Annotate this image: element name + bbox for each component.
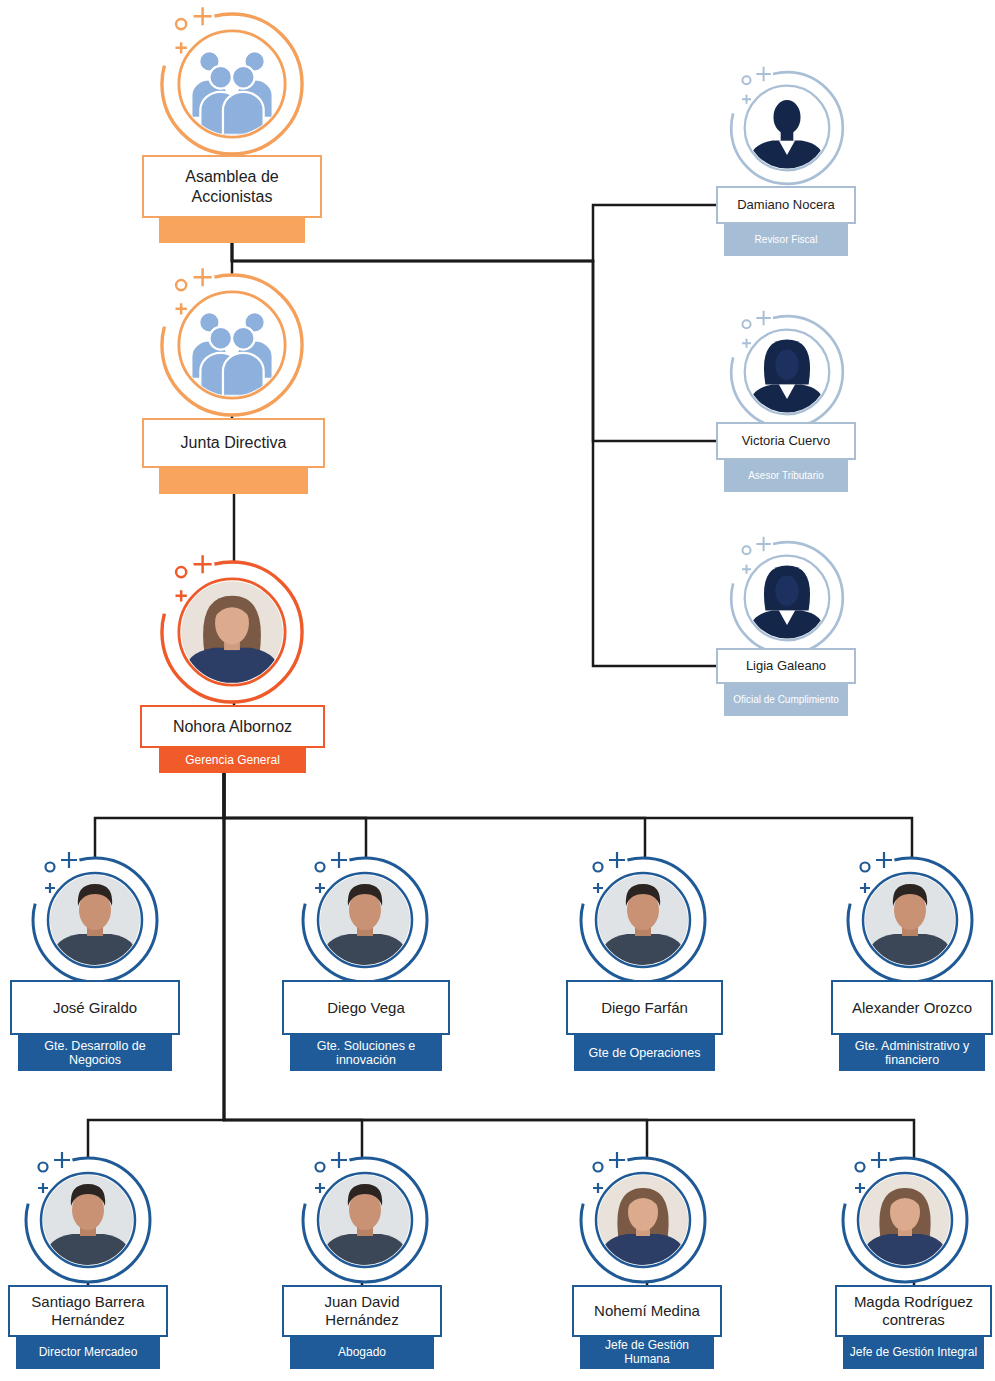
role-title: Asesor Tributario	[748, 470, 824, 482]
portrait-icon	[162, 555, 302, 702]
role-title: Revisor Fiscal	[755, 234, 818, 246]
name-box: Victoria Cuervo	[716, 422, 856, 460]
role-title: Gte. Administrativo y financiero	[843, 1039, 981, 1068]
person-name: José Giraldo	[53, 999, 137, 1017]
portrait-icon	[26, 1152, 150, 1282]
group-icon	[162, 7, 302, 154]
portrait-icon	[843, 1152, 967, 1282]
role-bar: Gte. Administrativo y financiero	[839, 1035, 985, 1071]
name-box: Damiano Nocera	[716, 186, 856, 224]
group-icon	[162, 268, 302, 415]
person-name: Diego Vega	[327, 999, 405, 1017]
name-box: Ligia Galeano	[716, 648, 856, 684]
portrait-icon	[848, 852, 972, 982]
name-box: Asamblea de Accionistas	[142, 155, 322, 218]
org-box: Santiago Barrera HernándezDirector Merca…	[8, 1285, 168, 1369]
person-name: Santiago Barrera Hernández	[16, 1293, 160, 1329]
role-title: Jefe de Gestión Integral	[850, 1346, 977, 1360]
portrait-icon	[33, 852, 157, 982]
silhouette-icon	[731, 311, 843, 428]
person-name: Nohemí Medina	[594, 1302, 700, 1320]
org-box: Diego FarfánGte de Operaciones	[566, 980, 723, 1071]
role-bar: Revisor Fiscal	[724, 224, 848, 256]
org-box: José GiraldoGte. Desarrollo de Negocios	[10, 980, 180, 1071]
person-name: Alexander Orozco	[852, 999, 972, 1017]
org-box: Junta Directiva	[142, 418, 325, 494]
org-box: Nohora AlbornozGerencia General	[140, 705, 325, 773]
person-name: Magda Rodríguez contreras	[843, 1293, 984, 1329]
portrait-icon	[581, 852, 705, 982]
role-title: Gte. Desarrollo de Negocios	[22, 1039, 168, 1068]
silhouette-icon	[731, 67, 843, 184]
org-box: Alexander OrozcoGte. Administrativo y fi…	[831, 980, 993, 1071]
name-box: Alexander Orozco	[831, 980, 993, 1035]
role-bar: Gte de Operaciones	[574, 1035, 715, 1071]
org-box: Ligia GaleanoOficial de Cumplimiento	[716, 648, 856, 716]
person-name: Juan David Hernández	[290, 1293, 434, 1329]
org-box: Victoria CuervoAsesor Tributario	[716, 422, 856, 492]
name-box: Nohemí Medina	[572, 1285, 722, 1337]
portrait-icon	[303, 852, 427, 982]
name-box: Nohora Albornoz	[140, 705, 325, 748]
name-box: Santiago Barrera Hernández	[8, 1285, 168, 1337]
person-name: Asamblea de Accionistas	[150, 167, 314, 205]
org-box: Diego VegaGte. Soluciones e innovación	[282, 980, 450, 1071]
role-bar: Jefe de Gestión Integral	[843, 1337, 984, 1369]
name-box: Diego Farfán	[566, 980, 723, 1035]
person-name: Damiano Nocera	[737, 197, 835, 213]
person-name: Junta Directiva	[181, 433, 287, 452]
role-title: Gte. Soluciones e innovación	[294, 1039, 438, 1068]
role-title: Director Mercadeo	[39, 1346, 138, 1360]
portrait-icon	[581, 1152, 705, 1282]
silhouette-icon	[731, 537, 843, 654]
person-name: Victoria Cuervo	[742, 433, 831, 449]
role-title: Oficial de Cumplimiento	[733, 694, 839, 706]
role-title: Jefe de Gestión Humana	[584, 1339, 710, 1367]
role-bar: Gte. Desarrollo de Negocios	[18, 1035, 172, 1071]
role-bar: Jefe de Gestión Humana	[580, 1337, 714, 1369]
name-box: Diego Vega	[282, 980, 450, 1035]
org-box: Asamblea de Accionistas	[142, 155, 322, 243]
role-bar: Director Mercadeo	[16, 1337, 160, 1369]
connector-line	[232, 243, 716, 441]
org-box: Damiano NoceraRevisor Fiscal	[716, 186, 856, 256]
role-bar: Oficial de Cumplimiento	[724, 684, 848, 716]
role-title: Gerencia General	[185, 754, 280, 768]
connector-line	[224, 773, 645, 980]
role-bar: Asesor Tributario	[724, 460, 848, 492]
role-bar: Gte. Soluciones e innovación	[290, 1035, 442, 1071]
name-box: José Giraldo	[10, 980, 180, 1035]
role-bar: Abogado	[290, 1337, 434, 1369]
role-bar	[159, 468, 308, 494]
org-box: Juan David HernándezAbogado	[282, 1285, 442, 1369]
role-bar: Gerencia General	[159, 748, 306, 773]
role-title: Abogado	[338, 1346, 386, 1360]
org-box: Magda Rodríguez contrerasJefe de Gestión…	[835, 1285, 992, 1369]
connector-line	[224, 773, 914, 1285]
name-box: Juan David Hernández	[282, 1285, 442, 1337]
person-name: Diego Farfán	[601, 999, 688, 1017]
portrait-icon	[303, 1152, 427, 1282]
org-box: Nohemí MedinaJefe de Gestión Humana	[572, 1285, 722, 1369]
person-name: Ligia Galeano	[746, 658, 826, 674]
role-title: Gte de Operaciones	[589, 1046, 701, 1060]
person-name: Nohora Albornoz	[173, 717, 292, 736]
name-box: Junta Directiva	[142, 418, 325, 468]
role-bar	[159, 218, 305, 243]
name-box: Magda Rodríguez contreras	[835, 1285, 992, 1337]
